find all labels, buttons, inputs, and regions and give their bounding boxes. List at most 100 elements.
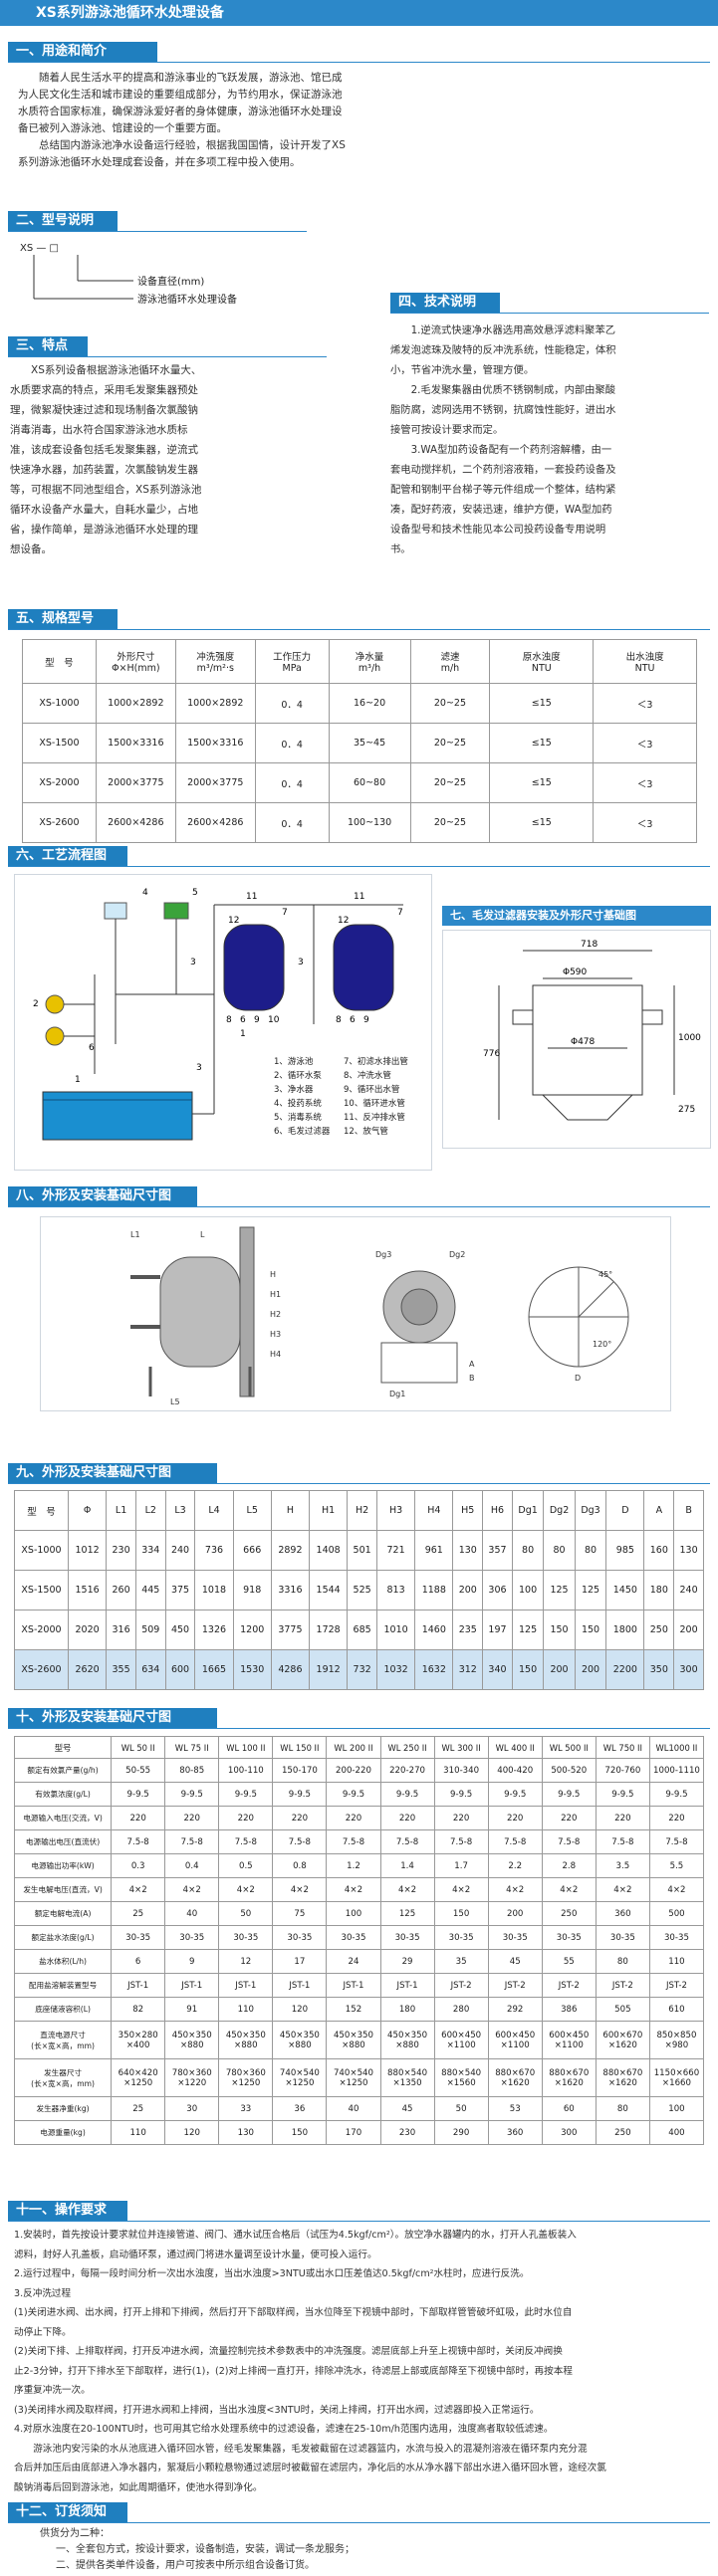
model-label-equipment: 游泳池循环水处理设备 — [137, 293, 237, 306]
table-cell: XS-2000 — [22, 762, 97, 803]
table-cell: 340 — [482, 1649, 513, 1690]
table-cell: 发生器净重(kg) — [13, 2096, 113, 2121]
table-cell: 4×2 — [487, 1877, 543, 1902]
table-cell: 9-9.5 — [326, 1782, 381, 1807]
table-cell: 2.8 — [541, 1853, 597, 1878]
table-cell: 1326 — [194, 1610, 234, 1650]
table-cell: 4×2 — [379, 1877, 435, 1902]
table-cell: 25 — [111, 1901, 166, 1926]
flow-number: 9 — [254, 1015, 260, 1025]
table-cell: 2000×3775 — [95, 762, 176, 803]
outline-diagram: L1 L L5 H H1 H2 H3 H4 Dg3 Dg2 Dg1 A B 45… — [40, 1216, 671, 1411]
table-cell: 1000-1110 — [648, 1758, 705, 1783]
outline-label: L1 — [130, 1230, 140, 1239]
dim-header: B — [673, 1490, 704, 1531]
table-cell: 220 — [648, 1806, 705, 1830]
table-cell: 1500×3316 — [174, 723, 256, 763]
table-cell: 7.5-8 — [272, 1829, 328, 1854]
table-cell: 600×450 ×1100 — [433, 2021, 489, 2059]
table-cell: 30-35 — [433, 1925, 489, 1950]
table-cell: 0．4 — [254, 723, 330, 763]
features-text: XS系列设备根据游泳池循环水量大、 水质要求高的特点，采用毛发聚集器预处 理，微… — [10, 360, 339, 559]
table-cell: 316 — [106, 1610, 136, 1650]
table-cell: 30-35 — [326, 1925, 381, 1950]
legend-item: 1、游泳池 — [274, 1056, 314, 1067]
table-cell: ≤15 — [489, 683, 595, 724]
table-cell: 80 — [543, 1530, 576, 1571]
table-cell: 9 — [164, 1949, 220, 1974]
table-cell: 220 — [111, 1806, 166, 1830]
flow-number: 7 — [282, 908, 288, 918]
table-cell: 100-110 — [218, 1758, 274, 1783]
table-cell: 0.8 — [272, 1853, 328, 1878]
table-cell: 3316 — [270, 1570, 311, 1610]
table-cell: 盐水体积(L/h) — [13, 1949, 113, 1974]
dim-header: A — [643, 1490, 675, 1531]
table-cell: 35~45 — [328, 723, 411, 763]
operation-line: 3.反冲洗过程 — [14, 2287, 72, 2299]
table-cell: ＜3 — [593, 683, 697, 724]
table-cell: 230 — [379, 2120, 435, 2145]
wl-header: WL 150 II — [272, 1736, 328, 1759]
table-cell: 1012 — [67, 1530, 108, 1571]
table-cell: 445 — [134, 1570, 166, 1610]
outline-label: H1 — [270, 1290, 281, 1299]
flow-number: 2 — [33, 999, 39, 1009]
table-cell: 4×2 — [433, 1877, 489, 1902]
table-cell: 180 — [379, 1997, 435, 2022]
table-cell: 12 — [218, 1949, 274, 1974]
flow-number: 10 — [268, 1015, 280, 1025]
wl-header: WL 250 II — [379, 1736, 435, 1759]
table-cell: 4286 — [270, 1649, 311, 1690]
table-cell: 334 — [134, 1530, 166, 1571]
table-cell: 30-35 — [164, 1925, 220, 1950]
order-line: 一、全套包方式，按设计要求，设备制造，安装，调试一条龙服务； — [56, 2544, 355, 2555]
table-cell: 375 — [164, 1570, 196, 1610]
table-cell: 1516 — [67, 1570, 108, 1610]
section-heading-hair-filter: 七、毛发过滤器安装及外形尺寸基础图 — [442, 906, 711, 926]
table-cell: 9-9.5 — [111, 1782, 166, 1807]
features-line: XS系列设备根据游泳池循环水量大、 — [31, 364, 202, 376]
table-cell: 50 — [433, 2096, 489, 2121]
outline-label: H2 — [270, 1310, 281, 1319]
tech-line: 2.毛发聚集器由优质不锈钢制成，内部由聚酸 — [410, 384, 616, 396]
table-cell: 3775 — [270, 1610, 311, 1650]
table-cell: 底座储液容积(L) — [13, 1997, 113, 2022]
table-cell: 360 — [487, 2120, 543, 2145]
table-cell: JST-2 — [595, 1973, 650, 1998]
table-cell: JST-1 — [272, 1973, 328, 1998]
table-cell: 200 — [487, 1901, 543, 1926]
table-cell: 150 — [433, 1901, 489, 1926]
hair-filter-drawing: 718 Φ590 Φ478 776 1000 275 — [483, 940, 701, 1121]
flow-number: 8 — [336, 1015, 342, 1025]
table-cell: 4×2 — [648, 1877, 705, 1902]
table-cell: 45 — [379, 2096, 435, 2121]
table-cell: 24 — [326, 1949, 381, 1974]
table-cell: 9-9.5 — [272, 1782, 328, 1807]
dim-header: H5 — [452, 1490, 484, 1531]
table-cell: 1188 — [414, 1570, 454, 1610]
table-cell: 30-35 — [218, 1925, 274, 1950]
table-cell: 配用盐溶解装置型号 — [13, 1973, 113, 1998]
legend-item: 3、净水器 — [274, 1084, 314, 1095]
table-cell: 55 — [541, 1949, 597, 1974]
dim-label: Φ590 — [563, 967, 588, 977]
table-cell: 450×350 ×880 — [272, 2021, 328, 2059]
outline-drawing: L1 L L5 H H1 H2 H3 H4 Dg3 Dg2 Dg1 A B 45… — [130, 1226, 629, 1406]
flow-diagram: 4 5 11 7 11 7 12 12 8 6 9 10 1 8 6 9 3 3… — [14, 874, 432, 1171]
tech-text: 1.逆流式快速净水器选用高效悬浮滤料聚苯乙 烯发泡滤珠及陂特的反冲洗系统，性能稳… — [390, 321, 711, 559]
table-cell: 180 — [643, 1570, 675, 1610]
flow-number: 11 — [246, 892, 257, 902]
table-cell: 7.5-8 — [433, 1829, 489, 1854]
table-cell: 200 — [452, 1570, 484, 1610]
dim-header: H2 — [347, 1490, 377, 1531]
table-cell: 985 — [605, 1530, 645, 1571]
legend-item: 7、初滤水排出管 — [344, 1056, 408, 1067]
